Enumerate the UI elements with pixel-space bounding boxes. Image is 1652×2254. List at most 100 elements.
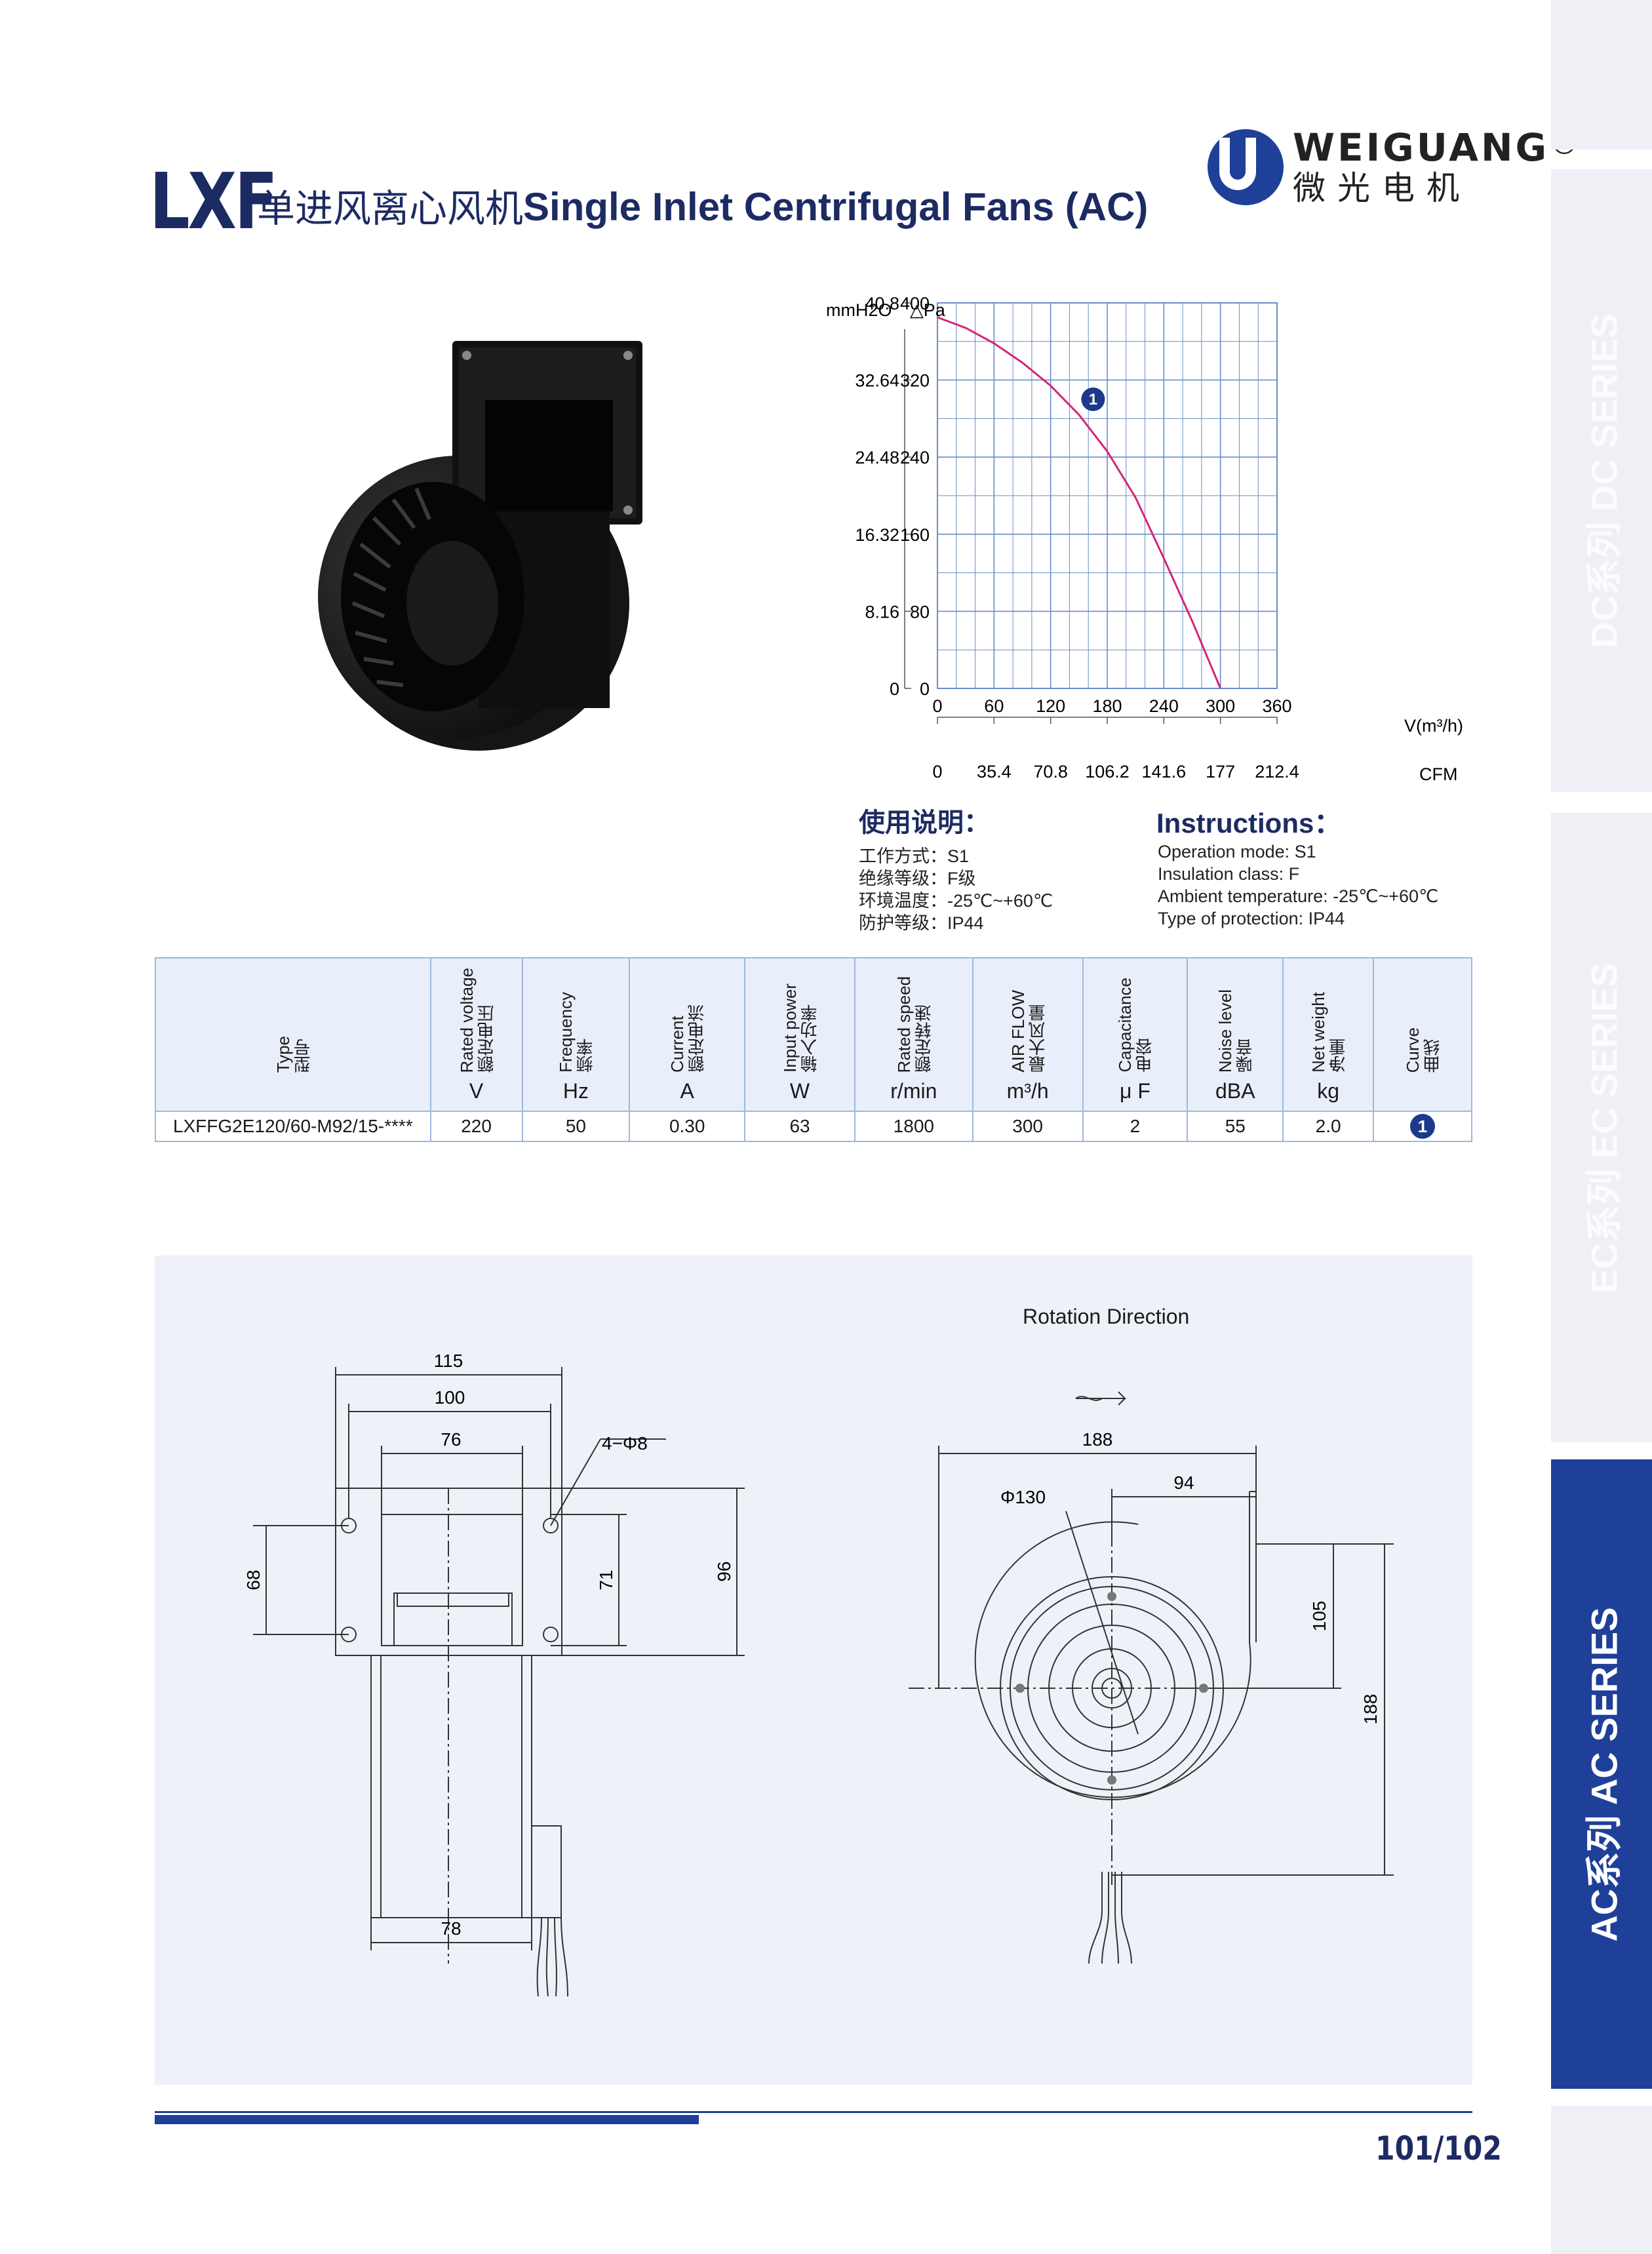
brand-name-cn: 微光电机	[1293, 170, 1471, 207]
side-view-drawing: 188 94 Φ130 105 188	[909, 1391, 1394, 1964]
chart-xtick-m3h: 180	[1092, 696, 1122, 716]
front-view-drawing: 115 100 76 4−Φ8 68 71 96 78	[243, 1351, 745, 1997]
chart-xtick-cfm: 106.2	[1085, 762, 1130, 781]
dim-78: 78	[441, 1918, 461, 1939]
dim-94: 94	[1173, 1473, 1194, 1493]
chart-ytick-mmh2o: 0	[890, 679, 899, 699]
chart-ytick-pa: 160	[900, 525, 930, 545]
cell-weight: 2.0	[1282, 1111, 1375, 1142]
dim-68: 68	[243, 1570, 264, 1590]
chart-ytick-pa: 80	[910, 602, 930, 622]
chart-series-1-badge: 1	[1081, 387, 1105, 411]
cell-rated-speed: 1800	[854, 1111, 974, 1142]
chart-ytick-mmh2o: 8.16	[865, 602, 899, 622]
dim-71: 71	[596, 1570, 616, 1590]
series-sidebar: DC系列 DC SERIES EC系列 EC SERIES AC系列 AC SE…	[1551, 0, 1652, 2254]
chart-xtick-cfm: 0	[932, 762, 942, 781]
chart-xtick-m3h: 360	[1262, 696, 1291, 716]
sidebar-tab-ac-label: AC系列 AC SERIES	[1583, 1606, 1625, 1942]
instruction-en-line: Ambient temperature: -25℃~+60℃	[1158, 886, 1439, 906]
dimension-drawing-panel	[155, 1256, 1472, 2085]
chart-ytick-mmh2o: 16.32	[855, 525, 899, 545]
instruction-en-line: Operation mode: S1	[1158, 842, 1316, 861]
footer-rule	[155, 2111, 1472, 2113]
instructions-heading-en: Instructions：	[1156, 808, 1342, 839]
dim-188-height: 188	[1360, 1694, 1381, 1725]
instruction-cn-line: 绝缘等级：F级	[859, 869, 976, 888]
cell-input-power: 63	[744, 1111, 856, 1142]
rotation-arrow-icon	[1075, 1391, 1127, 1406]
dim-115: 115	[434, 1351, 463, 1371]
chart-xtick-cfm: 35.4	[977, 762, 1012, 781]
page-title-en: Single Inlet Centrifugal Fans (AC)	[523, 185, 1149, 229]
weiguang-logo-icon	[1200, 129, 1284, 210]
chart-xtick-cfm: 70.8	[1033, 762, 1068, 781]
instruction-cn-line: 工作方式：S1	[859, 846, 970, 866]
sidebar-tab-dc-label: DC系列 DC SERIES	[1583, 313, 1625, 648]
dim-phi130: Φ130	[1000, 1487, 1046, 1507]
brand-name-en: WEIGUANG®	[1293, 125, 1579, 170]
chart-xlabel-cfm: CFM	[1419, 764, 1457, 784]
chart-ylabel-mmh2o: mmH2O	[826, 300, 892, 320]
instructions-heading-cn: 使用说明：	[859, 808, 990, 837]
cell-type: LXFFG2E120/60-M92/15-****	[155, 1111, 431, 1142]
table-row: LXFFG2E120/60-M92/15-**** 220 50 0.30 63…	[155, 1111, 1472, 1142]
chart-xtick-cfm: 177	[1206, 762, 1235, 781]
chart-xtick-m3h: 0	[932, 696, 942, 716]
dim-188-width: 188	[1082, 1429, 1113, 1450]
footer-bar	[155, 2115, 699, 2124]
dim-100: 100	[435, 1387, 465, 1408]
fan-product-image	[318, 341, 642, 751]
chart-xtick-m3h: 240	[1149, 696, 1179, 716]
chart-xtick-m3h: 60	[984, 696, 1004, 716]
curve-badge: 1	[1410, 1114, 1436, 1139]
chart-axes	[904, 329, 1278, 724]
sidebar-tab-ac[interactable]: AC系列 AC SERIES	[1551, 1459, 1652, 2089]
cell-curve: 1	[1373, 1111, 1472, 1142]
dim-4-phi8: 4−Φ8	[602, 1433, 648, 1453]
chart-ytick-pa: 320	[900, 371, 930, 391]
chart-ytick-mmh2o: 24.48	[855, 448, 899, 467]
sidebar-tab-ec[interactable]: EC系列 EC SERIES	[1551, 813, 1652, 1442]
chart-ytick-mmh2o: 40.8	[865, 294, 899, 313]
chart-ylabel-pa: △Pa	[910, 300, 946, 320]
sidebar-tab-dc[interactable]: DC系列 DC SERIES	[1551, 169, 1652, 792]
instruction-en-line: Insulation class: F	[1158, 864, 1300, 884]
sidebar-top-block	[1551, 0, 1652, 149]
chart-ytick-mmh2o: 32.64	[855, 371, 899, 391]
cell-current: 0.30	[629, 1111, 746, 1142]
chart-xtick-m3h: 120	[1036, 696, 1065, 716]
cell-voltage: 220	[429, 1111, 523, 1142]
cell-frequency: 50	[521, 1111, 631, 1142]
sidebar-tab-ec-label: EC系列 EC SERIES	[1583, 962, 1625, 1294]
chart-xtick-cfm: 212.4	[1255, 762, 1299, 781]
chart-xtick-m3h: 300	[1206, 696, 1235, 716]
dim-76: 76	[441, 1429, 461, 1450]
cell-capacitance: 2	[1082, 1111, 1189, 1142]
chart-ytick-pa: 400	[900, 294, 930, 313]
chart-grid	[937, 302, 1278, 689]
instruction-en-line: Type of protection: IP44	[1158, 909, 1345, 928]
sidebar-bottom-block	[1551, 2106, 1652, 2254]
page-number: 101/102	[1375, 2129, 1502, 2167]
cell-noise: 55	[1187, 1111, 1284, 1142]
dim-96: 96	[714, 1561, 734, 1581]
rotation-direction-title: Rotation Direction	[1023, 1305, 1190, 1328]
chart-series-1-name: 1	[1089, 391, 1097, 408]
chart-ytick-pa: 240	[900, 448, 930, 467]
dim-105: 105	[1309, 1601, 1329, 1632]
chart-series-1-line	[937, 316, 1222, 689]
chart-xlabel-m3h: V(m³/h)	[1404, 716, 1463, 736]
